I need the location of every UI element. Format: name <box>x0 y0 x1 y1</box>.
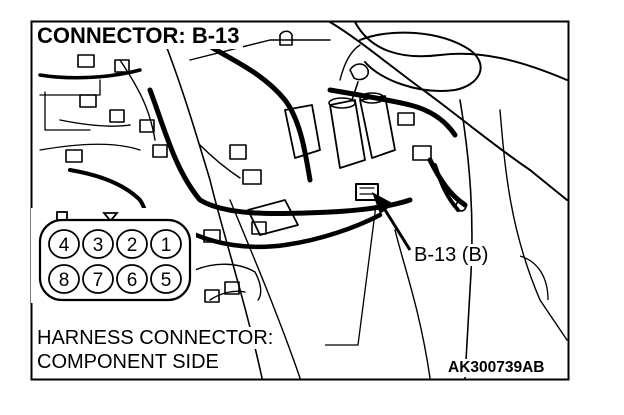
connector-shape-d <box>109 109 125 123</box>
relay-block-1 <box>284 104 321 159</box>
pin-label-7: 7 <box>93 270 104 291</box>
figure-border <box>30 20 570 381</box>
frame-line-top <box>189 39 331 61</box>
b13-bracket <box>247 199 299 236</box>
pin-label-2: 2 <box>127 235 138 256</box>
panel-edge-right <box>459 99 473 379</box>
body-contour-top <box>354 21 568 81</box>
connector-shape-c <box>79 94 97 108</box>
top-connector-key <box>279 30 293 46</box>
wire-5 <box>209 290 246 301</box>
hose-right <box>433 163 460 212</box>
harness-right <box>327 87 458 138</box>
harness-lower <box>182 212 383 250</box>
harness-main <box>147 87 413 217</box>
figure-title: CONNECTOR: B-13 <box>34 24 243 49</box>
connector-shape-n <box>204 289 220 303</box>
connector-shape-a <box>77 54 95 68</box>
connector-face: 4 3 2 1 8 7 6 5 <box>38 211 192 302</box>
connector-shape-h <box>229 144 247 160</box>
pin-cavity-5 <box>150 264 182 294</box>
connector-shape-g <box>152 144 168 158</box>
strut-contour <box>359 31 482 92</box>
pin-cavity-1 <box>150 229 182 259</box>
connector-callout-label: B-13 (B) <box>412 244 491 266</box>
pin-label-3: 3 <box>93 235 104 256</box>
wire-4 <box>194 263 262 301</box>
relay-block-2 <box>329 99 366 169</box>
panel-edge-inner <box>499 109 568 341</box>
bracket-left2 <box>39 79 101 96</box>
connector-shape-l <box>203 229 221 243</box>
b13-connector-detail <box>359 187 375 195</box>
pin-label-5: 5 <box>161 270 172 291</box>
pin-cavity-4 <box>48 229 80 259</box>
frame-line-left2 <box>39 143 141 151</box>
pin-label-6: 6 <box>127 270 138 291</box>
connector-key-marker <box>102 212 119 223</box>
pin-cavity-8 <box>48 264 80 294</box>
relay-block-3 <box>359 95 396 159</box>
pin-label-4: 4 <box>59 235 70 256</box>
frame-line-left <box>159 29 263 379</box>
harness-leader <box>325 204 377 346</box>
wire-3 <box>199 144 241 179</box>
ground-terminal <box>349 63 370 101</box>
frame-line-mid <box>229 199 301 379</box>
connector-shape-o <box>224 281 240 295</box>
figure-id: AK300739AB <box>446 359 547 377</box>
panel-edge-low <box>394 229 431 379</box>
callout-leader <box>380 204 412 251</box>
connector-shape-i <box>242 169 262 185</box>
b13-connector-body <box>355 183 379 201</box>
pin-cavity-7 <box>82 264 114 294</box>
relay-cap-2 <box>328 97 356 109</box>
pin-label-8: 8 <box>59 270 70 291</box>
engine-bay-drawing <box>38 21 568 379</box>
connector-shape-f <box>65 149 83 163</box>
bracket-left <box>44 91 91 131</box>
callout-label-leader <box>519 255 549 301</box>
connector-shape-b <box>114 59 130 73</box>
connector-shape-e <box>139 119 155 133</box>
harness-left-top <box>38 68 142 80</box>
callout-arrow <box>372 192 412 251</box>
callout-arrowhead <box>372 192 394 214</box>
relay-cap-3 <box>359 92 385 104</box>
connector-shape-k <box>412 145 432 161</box>
harness-far-right <box>427 157 468 208</box>
pin-cavity-3 <box>82 229 114 259</box>
wire-2 <box>59 119 131 127</box>
body-contour-right <box>329 21 568 201</box>
harness-top <box>197 37 313 183</box>
connector-shape-j <box>397 112 415 126</box>
harness-label-line2: COMPONENT SIDE <box>35 351 221 373</box>
hose-end <box>455 200 467 212</box>
pin-label-1: 1 <box>161 235 172 256</box>
harness-label-line1: HARNESS CONNECTOR: <box>35 327 276 349</box>
wire-6 <box>339 44 361 81</box>
pin-cavity-6 <box>116 264 148 294</box>
pin-cavity-2 <box>116 229 148 259</box>
